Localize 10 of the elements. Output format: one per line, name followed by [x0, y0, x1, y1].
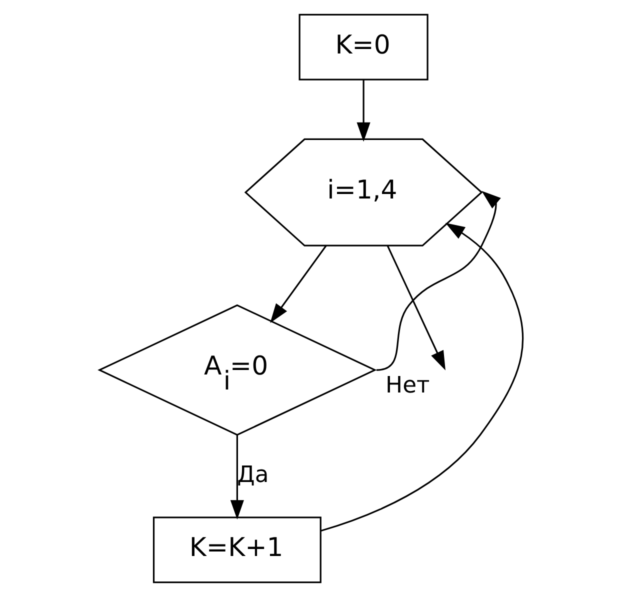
arrow: [356, 80, 370, 142]
edge-label: Нет: [385, 372, 430, 398]
node-box: K=K+1: [152, 516, 321, 584]
arrow: [376, 190, 500, 371]
arrow: [230, 434, 244, 520]
arrow: [320, 222, 523, 532]
arrow: [386, 245, 445, 370]
edge-label: Да: [236, 462, 268, 488]
arrow: [270, 244, 326, 323]
node-box: K=0: [298, 14, 428, 80]
